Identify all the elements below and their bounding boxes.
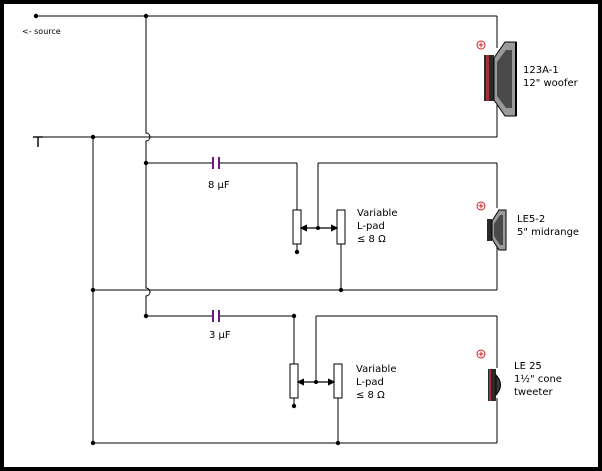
crossover-schematic xyxy=(33,13,517,446)
capacitor-3uf-icon xyxy=(212,310,220,322)
junction xyxy=(291,403,297,409)
junction xyxy=(90,287,96,293)
source-label: <- source xyxy=(22,27,61,36)
wiring xyxy=(36,15,498,444)
plus-in-circle-icon xyxy=(476,40,486,50)
capacitor-8uf-icon xyxy=(212,157,220,169)
tw-lpad-label-2: L-pad xyxy=(356,377,384,388)
tw-desc-label-2: tweeter xyxy=(514,387,553,398)
woofer-desc-label: 12" woofer xyxy=(523,78,578,89)
junction xyxy=(294,249,300,255)
junction xyxy=(90,440,96,446)
mid-cap-label: 8 µF xyxy=(208,180,230,191)
tw-model-label: LE 25 xyxy=(514,361,542,372)
plus-in-circle-icon xyxy=(476,201,486,211)
mid-lpad-label-2: L-pad xyxy=(357,221,385,232)
tweeter-lpad-icon xyxy=(289,363,343,399)
tweeter-speaker-icon xyxy=(488,369,501,401)
junction xyxy=(90,134,96,140)
mid-desc-label: 5" midrange xyxy=(517,227,580,238)
junction-dots xyxy=(33,13,344,446)
mid-model-label: LE5-2 xyxy=(517,214,546,225)
junction xyxy=(143,13,149,19)
midrange-lpad-icon xyxy=(292,209,346,245)
hot-feed xyxy=(145,16,151,316)
source-terminal xyxy=(33,13,39,19)
plus-in-circle-icon xyxy=(476,349,486,359)
junction xyxy=(338,287,344,293)
mid-lpad-label-1: Variable xyxy=(357,208,398,219)
schematic-canvas: <- source 123A-1 12" woofer 8 µF Variabl… xyxy=(4,4,598,467)
woofer-speaker-icon xyxy=(484,41,517,117)
woofer-model-label: 123A-1 xyxy=(523,65,559,76)
junction xyxy=(291,313,297,319)
midrange-speaker-icon xyxy=(487,209,507,251)
junction xyxy=(143,313,149,319)
tw-cap-label: 3 µF xyxy=(209,330,231,341)
junction xyxy=(335,440,341,446)
mid-lpad-label-3: ≤ 8 Ω xyxy=(357,234,386,245)
tw-desc-label-1: 1½" cone xyxy=(514,374,562,385)
ground-symbol-icon xyxy=(33,136,43,147)
junction xyxy=(143,160,149,166)
tw-lpad-label-1: Variable xyxy=(356,364,397,375)
tw-lpad-label-3: ≤ 8 Ω xyxy=(356,390,385,401)
